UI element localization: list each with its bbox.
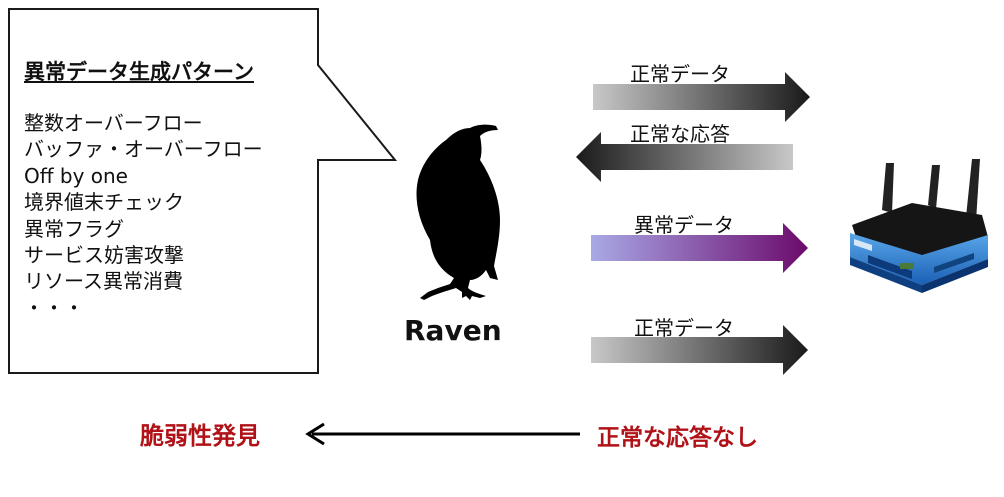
vulnerability-found-text: 脆弱性発見 [140,422,260,450]
flow-arrow-normal-data-1 [593,72,810,122]
list-item: リソース異常消費 [24,269,183,294]
callout-title: 異常データ生成パターン [24,60,254,84]
flow-label-normal-data-2: 正常データ [634,316,734,340]
flow-label-abnormal-data: 異常データ [634,213,734,237]
list-item: 境界値末チェック [24,190,184,215]
flow-label-normal-data-1: 正常データ [630,62,730,86]
list-item: ・・・ [24,295,84,320]
list-item: バッファ・オーバーフロー [24,137,263,162]
raven-icon [416,124,500,300]
list-item: 異常フラグ [24,216,124,241]
flow-arrow-normal-response [576,132,793,182]
list-item: サービス妨害攻撃 [24,243,184,268]
no-response-text: 正常な応答なし [597,425,758,451]
pattern-list: 整数オーバーフロー バッファ・オーバーフロー Off by one 境界値末チェ… [24,110,263,321]
flow-label-normal-response: 正常な応答 [630,122,730,146]
flow-arrow-abnormal-data [591,223,808,273]
flow-arrow-normal-data-2 [591,325,808,375]
list-item: Off by one [24,163,128,188]
raven-label: Raven [404,314,502,347]
list-item: 整数オーバーフロー [24,111,203,135]
wireless-router-icon [850,159,988,293]
result-arrow-icon [305,422,580,446]
